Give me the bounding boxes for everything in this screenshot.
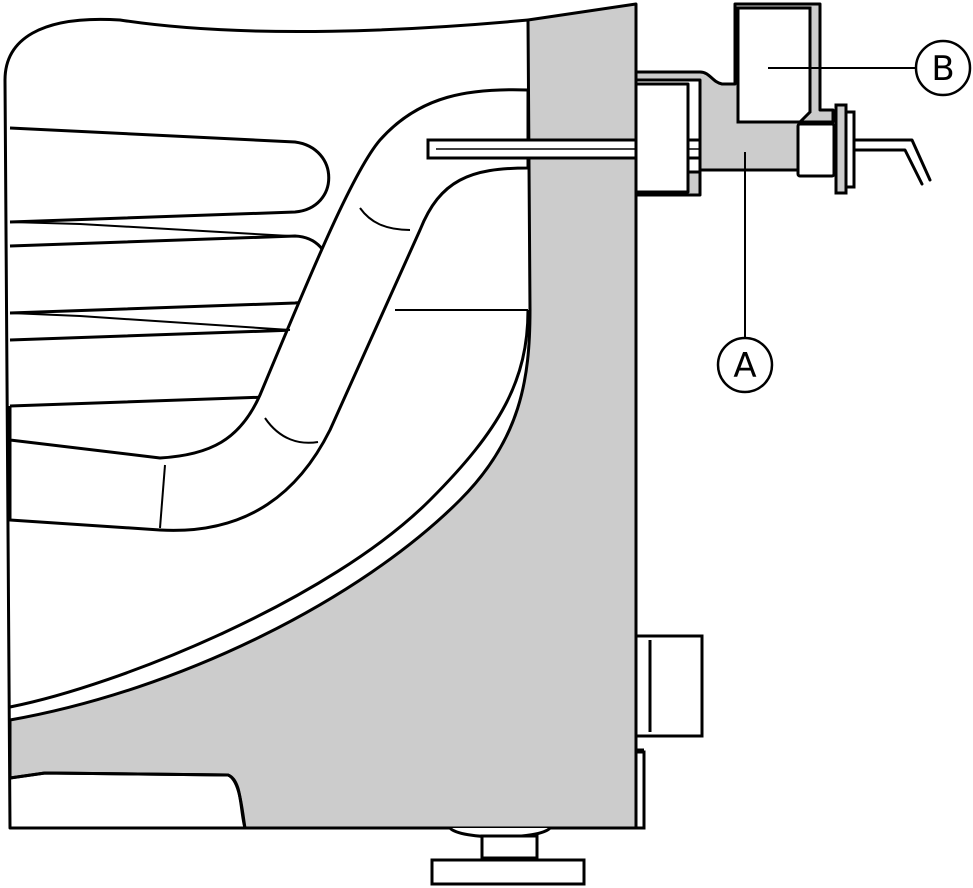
fitting-inner [736, 6, 856, 195]
heating-coil [8, 88, 530, 532]
callout-a: A [716, 336, 774, 394]
callout-b: B [914, 39, 972, 97]
tank-housing-outline [3, 17, 636, 830]
right-side-port [634, 634, 704, 830]
coil-detail-lines [9, 207, 528, 529]
callout-a-label: A [733, 346, 756, 386]
sensor-cable [852, 138, 932, 186]
leader-lines [744, 67, 916, 340]
adjustable-foot [430, 826, 586, 886]
callout-b-label: B [931, 49, 954, 89]
